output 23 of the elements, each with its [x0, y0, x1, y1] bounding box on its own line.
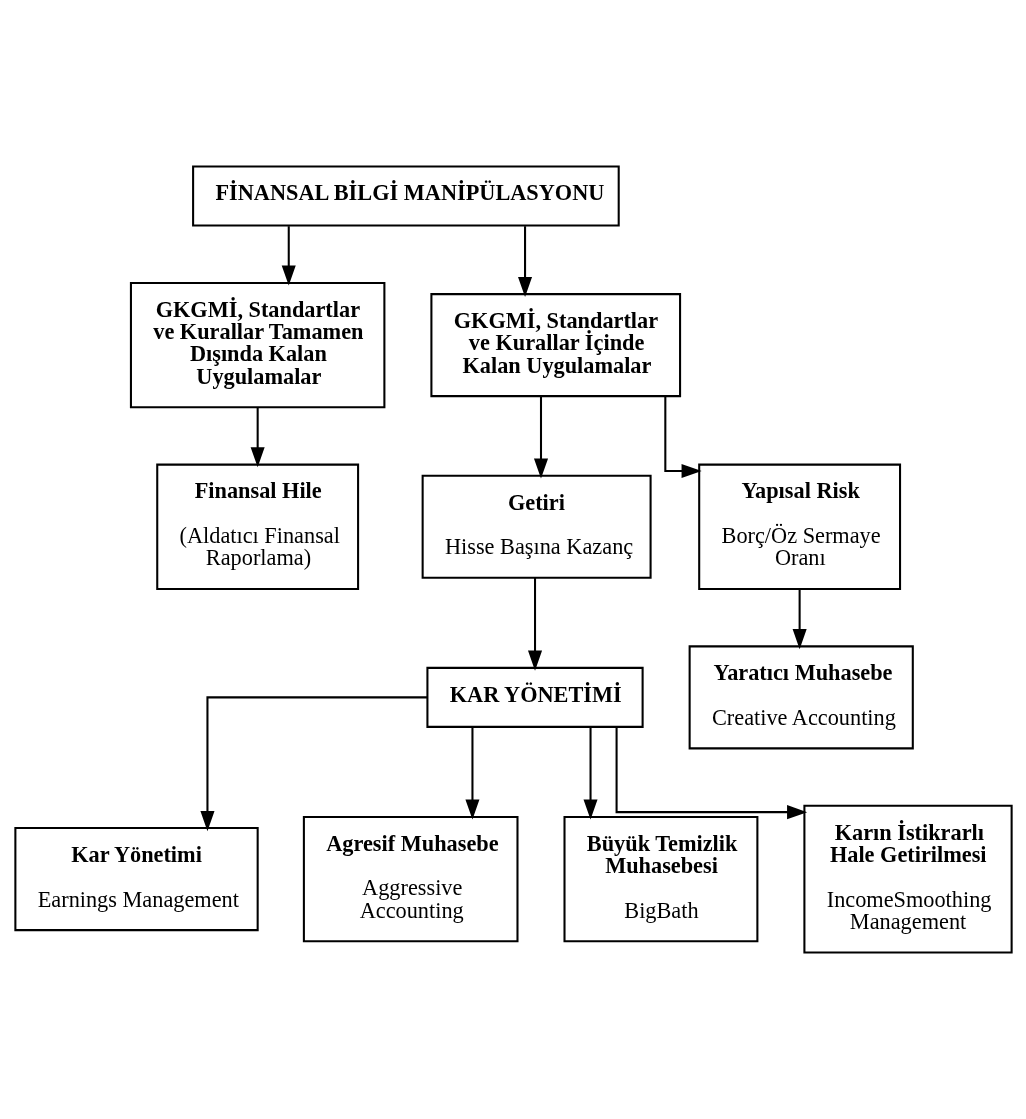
node-box: Yaratıcı Muhasebe Creative Accounting	[688, 645, 914, 750]
node-box: FİNANSAL BİLGİ MANİPÜLASYONU	[191, 165, 620, 227]
arrow	[533, 396, 548, 479]
node-box: GKGMİ, Standartlar ve Kurallar İçinde Kalan Uygulamalar	[429, 293, 681, 398]
arrow	[663, 396, 702, 479]
arrow	[281, 226, 296, 286]
node-box: GKGMİ, Standartlar ve Kurallar Tamamen Dışında Kalan Uygulamalar	[129, 281, 385, 409]
arrow	[199, 696, 427, 832]
node-box: Agresif Muhasebe Aggressive Accounting	[302, 815, 518, 943]
node-box: Kar Yönetimi Earnings Management	[13, 827, 259, 932]
node-box: Büyük Temizlik Muhasebesi BigBath	[562, 815, 758, 943]
arrow	[517, 226, 532, 297]
node-box: Getiri Hisse Başına Kazanç	[421, 474, 652, 579]
node-box: Karın İstikrarlı Hale Getirilmesi IncomeSmoothing Management	[802, 804, 1013, 954]
arrow	[527, 578, 542, 671]
arrow	[250, 407, 265, 468]
node-box: Yapısal Risk Borç/Öz Sermaye Oranı	[697, 463, 901, 591]
arrow	[583, 727, 598, 820]
node-box: KAR YÖNETİMİ	[425, 666, 644, 728]
arrow	[615, 726, 807, 820]
arrow	[792, 589, 807, 650]
arrow	[464, 727, 479, 820]
node-box: Finansal Hile (Aldatıcı Finansal Raporlama)	[155, 463, 359, 591]
